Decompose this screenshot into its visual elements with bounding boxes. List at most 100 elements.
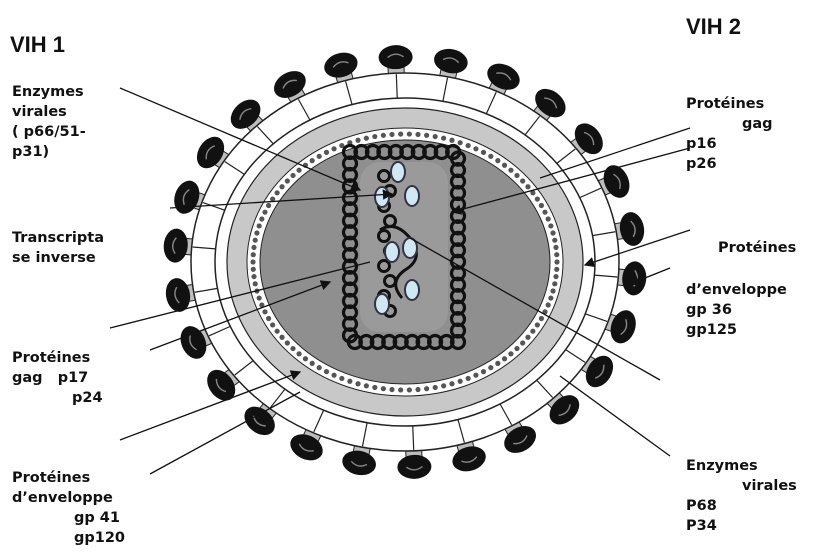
- bead: [296, 351, 301, 356]
- bead: [514, 346, 519, 351]
- label-line: p16: [686, 134, 773, 154]
- bead: [259, 216, 264, 221]
- bead: [290, 346, 295, 351]
- bead: [415, 132, 420, 137]
- label-line: Enzymes: [686, 456, 797, 476]
- bead: [257, 295, 262, 300]
- label-line: p24: [12, 388, 103, 408]
- bead: [508, 351, 513, 356]
- bead: [546, 302, 551, 307]
- spike-knob: [321, 49, 360, 82]
- enzyme-icon: [375, 187, 389, 207]
- spike-icon: [615, 260, 648, 296]
- label-line: se inverse: [12, 248, 104, 268]
- label-proteines-enveloppe-vih1: Protéines d’enveloppe gp 41 gp120: [12, 468, 125, 548]
- bead: [285, 340, 290, 345]
- label-line: Enzymes: [12, 82, 86, 102]
- bead: [458, 379, 463, 384]
- bead: [539, 203, 544, 208]
- bead: [553, 274, 558, 279]
- bead: [262, 210, 267, 215]
- bead: [520, 340, 525, 345]
- bead: [303, 356, 308, 361]
- bead: [275, 329, 280, 334]
- bead: [458, 140, 463, 145]
- label-line: Protéines: [686, 94, 773, 114]
- label-line: ( p66/51-: [12, 122, 86, 142]
- bead: [488, 365, 493, 370]
- bead: [433, 134, 438, 139]
- spike-knob: [397, 454, 432, 479]
- bead: [275, 190, 280, 195]
- bead: [324, 150, 329, 155]
- bead: [331, 146, 336, 151]
- label-proteines-gag-vih2: Protéines gag p16 p26: [686, 94, 773, 174]
- label-line: p26: [686, 154, 773, 174]
- label-proteines-enveloppe-vih2: Protéines d’enveloppe gp 36 gp125: [686, 238, 796, 340]
- bead: [488, 154, 493, 159]
- bead: [381, 133, 386, 138]
- bead: [372, 134, 377, 139]
- spike-icon: [162, 228, 195, 264]
- bead: [550, 230, 555, 235]
- bead: [257, 223, 262, 228]
- enzyme-icon: [405, 186, 419, 206]
- bead: [398, 131, 403, 136]
- bead: [266, 203, 271, 208]
- bead: [251, 252, 256, 257]
- enzyme-icon: [375, 294, 389, 314]
- bead: [251, 245, 256, 250]
- bead: [424, 386, 429, 391]
- bead: [266, 316, 271, 321]
- label-line: gp125: [686, 320, 796, 340]
- bead: [296, 168, 301, 173]
- bead: [250, 259, 255, 264]
- bead: [285, 178, 290, 183]
- bead: [525, 335, 530, 340]
- bead: [424, 133, 429, 138]
- bead: [508, 168, 513, 173]
- bead: [253, 281, 258, 286]
- spike-knob: [340, 448, 378, 478]
- spike-knob: [617, 210, 646, 247]
- bead: [546, 216, 551, 221]
- bead: [279, 335, 284, 340]
- label-line: P34: [686, 516, 797, 536]
- bead: [530, 329, 535, 334]
- bead: [466, 376, 471, 381]
- bead: [495, 361, 500, 366]
- bead: [554, 259, 559, 264]
- bead: [449, 381, 454, 386]
- spike-knob: [432, 46, 470, 76]
- enzyme-icon: [405, 280, 419, 300]
- title-vih1: VIH 1: [10, 32, 65, 58]
- bead: [535, 322, 540, 327]
- bead: [254, 230, 259, 235]
- bead: [415, 387, 420, 392]
- spike-knob: [378, 44, 413, 69]
- bead: [550, 288, 555, 293]
- bead: [407, 387, 412, 392]
- bead: [466, 143, 471, 148]
- bead: [251, 267, 256, 272]
- bead: [548, 295, 553, 300]
- label-line: Protéines: [686, 238, 796, 258]
- bead: [317, 365, 322, 370]
- spike-knob: [162, 228, 189, 264]
- bead: [539, 316, 544, 321]
- bead: [520, 178, 525, 183]
- bead: [481, 150, 486, 155]
- bead: [355, 381, 360, 386]
- label-line: P68: [686, 496, 797, 516]
- bead: [554, 252, 559, 257]
- bead: [481, 369, 486, 374]
- bead: [514, 173, 519, 178]
- bead: [310, 158, 315, 163]
- label-line: gp120: [12, 528, 125, 548]
- label-line: Protéines: [12, 468, 125, 488]
- bead: [355, 138, 360, 143]
- spike-icon: [378, 44, 413, 75]
- bead: [364, 383, 369, 388]
- bead: [441, 136, 446, 141]
- bead: [552, 281, 557, 286]
